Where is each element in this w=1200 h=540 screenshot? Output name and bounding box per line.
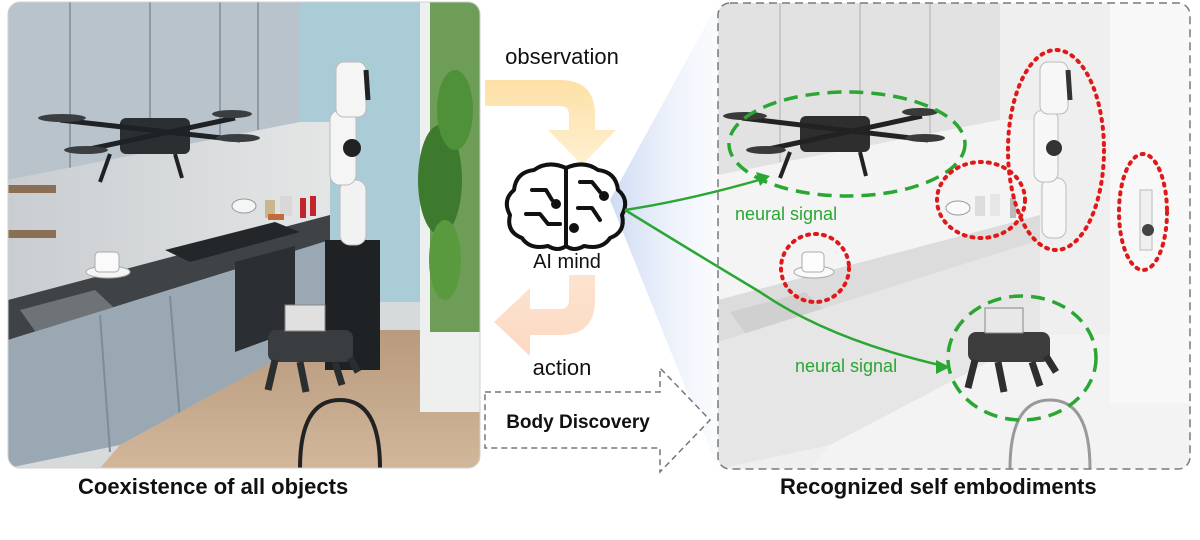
items-icon	[231, 196, 316, 220]
coffee-cup-icon	[85, 251, 131, 279]
neural-signal-arrows	[624, 176, 945, 368]
robot-dog-icon	[264, 304, 362, 393]
neural-signal-label-top: neural signal	[735, 204, 837, 224]
self-marker-dog	[946, 294, 1098, 422]
action-arrow	[494, 275, 595, 356]
ai-mind-label: AI mind	[533, 251, 601, 273]
action-label: action	[533, 355, 592, 380]
other-marker-robot-arm	[1006, 48, 1106, 252]
plant-icon	[418, 70, 473, 300]
body-discovery-arrow	[484, 366, 712, 474]
robot-dog-icon	[964, 307, 1059, 393]
neural-arrowhead-drone	[756, 172, 770, 186]
left-panel-frame	[7, 1, 481, 469]
other-marker-counter-items	[935, 160, 1027, 240]
neural-arrowhead-dog	[936, 360, 950, 374]
robot-arm-icon	[1033, 61, 1073, 239]
right-kitchen-scene	[718, 3, 1190, 469]
left-panel-caption: Coexistence of all objects	[78, 474, 349, 499]
right-panel-frame	[717, 2, 1191, 470]
projection-cone	[610, 3, 718, 469]
observation-arrow	[485, 80, 616, 165]
drone-icon	[723, 108, 945, 179]
coffee-cup-icon	[793, 251, 835, 279]
robot-arm-icon	[1139, 189, 1154, 251]
items-icon	[945, 194, 1016, 218]
other-marker-right-object	[1117, 152, 1169, 272]
observation-label: observation	[505, 44, 619, 69]
right-panel-caption: Recognized self embodiments	[780, 474, 1097, 499]
other-marker-cup	[779, 232, 851, 304]
body-discovery-label: Body Discovery	[506, 412, 650, 433]
neural-signal-label-bottom: neural signal	[795, 356, 897, 376]
left-kitchen-scene	[8, 2, 480, 468]
drone-icon	[38, 110, 260, 183]
brain-icon	[504, 162, 628, 251]
self-marker-drone	[727, 90, 967, 198]
